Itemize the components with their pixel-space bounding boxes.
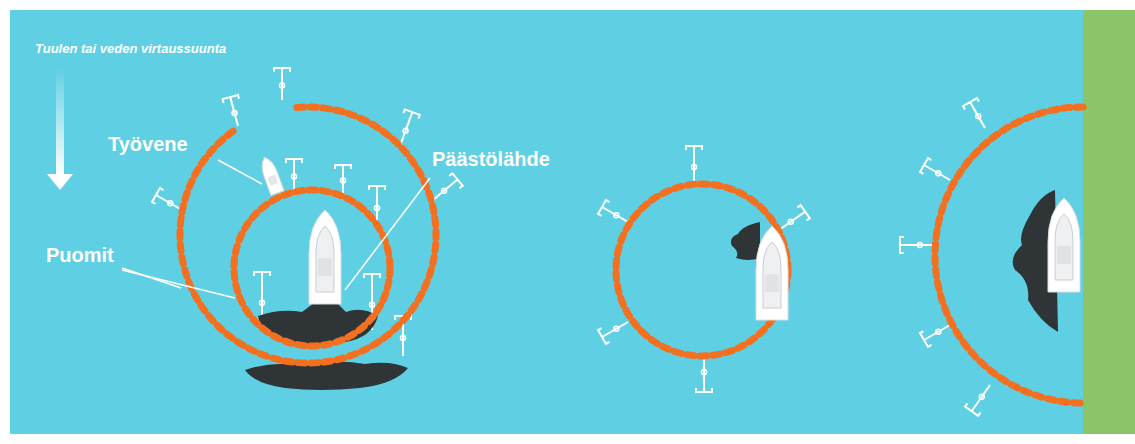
boom (935, 107, 1083, 403)
boom (234, 190, 390, 346)
source-ship (756, 226, 788, 320)
part-label: Päästölähde (432, 148, 550, 171)
boom (616, 184, 788, 356)
anchor-symbol (286, 159, 302, 191)
flow-arrow (56, 68, 64, 176)
oil-slick (731, 222, 760, 260)
anchor-symbol (696, 356, 712, 392)
leader-line (122, 270, 235, 298)
leader-line (345, 178, 430, 290)
anchor-symbol (920, 158, 950, 180)
flow-direction-label: Tuulen tai veden virtaussuunta (35, 41, 226, 56)
part-label: Työvene (108, 133, 188, 156)
part-label: Puomit (46, 244, 114, 267)
anchor-symbol (900, 237, 936, 253)
anchor-symbol (965, 385, 990, 416)
anchor-symbol (335, 165, 351, 193)
anchor-symbol (152, 188, 182, 210)
boom (180, 107, 436, 363)
anchor-symbol (779, 205, 810, 230)
anchor-symbol (598, 200, 628, 222)
anchor-symbol (274, 68, 290, 100)
anchors (152, 68, 990, 416)
anchor-symbol (433, 173, 463, 200)
oil-slick (245, 361, 408, 390)
work-boat (258, 155, 284, 195)
anchor-symbol (963, 98, 985, 128)
source-ship (309, 210, 341, 304)
anchor-symbol (598, 322, 628, 344)
flow-arrow-head (47, 174, 73, 190)
anchor-symbol (223, 95, 239, 126)
anchor-symbol (400, 109, 420, 146)
water (10, 10, 1135, 434)
source-ship (1048, 198, 1080, 292)
shore (1083, 10, 1135, 434)
leader-line (218, 160, 262, 184)
anchor-symbol (686, 146, 702, 184)
anchor-symbol (920, 325, 950, 347)
